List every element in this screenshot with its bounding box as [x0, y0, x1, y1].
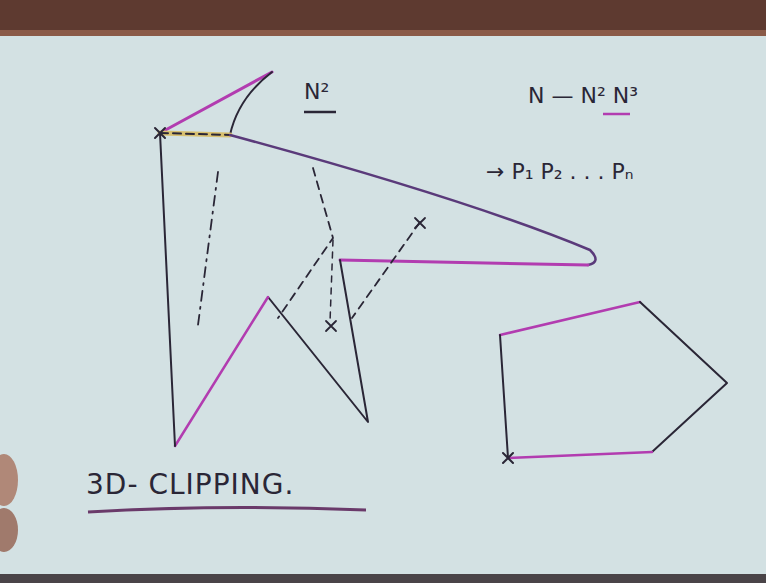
- polygon-edge: [160, 72, 272, 133]
- clipped-edge: [160, 133, 230, 135]
- clipped-edge: [160, 133, 230, 135]
- polygon-edge: [500, 335, 508, 458]
- polygon-edge: [268, 260, 368, 422]
- underline: [304, 111, 336, 114]
- construction-line: [198, 172, 218, 325]
- title-text: 3D- CLIPPING.: [86, 470, 294, 501]
- handwritten-label: N — N² N³: [528, 84, 638, 108]
- construction-line: [352, 222, 420, 318]
- polygon-edge: [640, 302, 727, 452]
- underline: [603, 113, 630, 116]
- vertex-mark: [503, 453, 513, 463]
- construction-line: [278, 168, 333, 318]
- board-top-edge: [0, 30, 766, 36]
- board-bottom-band: [0, 574, 766, 583]
- polygon-edge: [500, 302, 640, 335]
- handwritten-label: N²: [304, 80, 329, 104]
- point-mark: [326, 321, 336, 331]
- vertex-mark: [155, 128, 165, 138]
- hand-shadow: [0, 454, 18, 506]
- polygon-edge: [230, 135, 596, 265]
- polygon-edge: [175, 297, 268, 446]
- handwritten-label: → P₁ P₂ . . . Pₙ: [486, 160, 634, 184]
- hand-shadow: [0, 508, 18, 552]
- point-mark: [415, 218, 425, 228]
- board-top-band: [0, 0, 766, 34]
- polygon-edge: [160, 133, 175, 446]
- title-underline: [88, 507, 366, 512]
- polygon-edge: [340, 260, 588, 265]
- polygon-edge: [508, 452, 652, 458]
- construction-line: [330, 240, 333, 322]
- polygon-edge: [230, 72, 272, 135]
